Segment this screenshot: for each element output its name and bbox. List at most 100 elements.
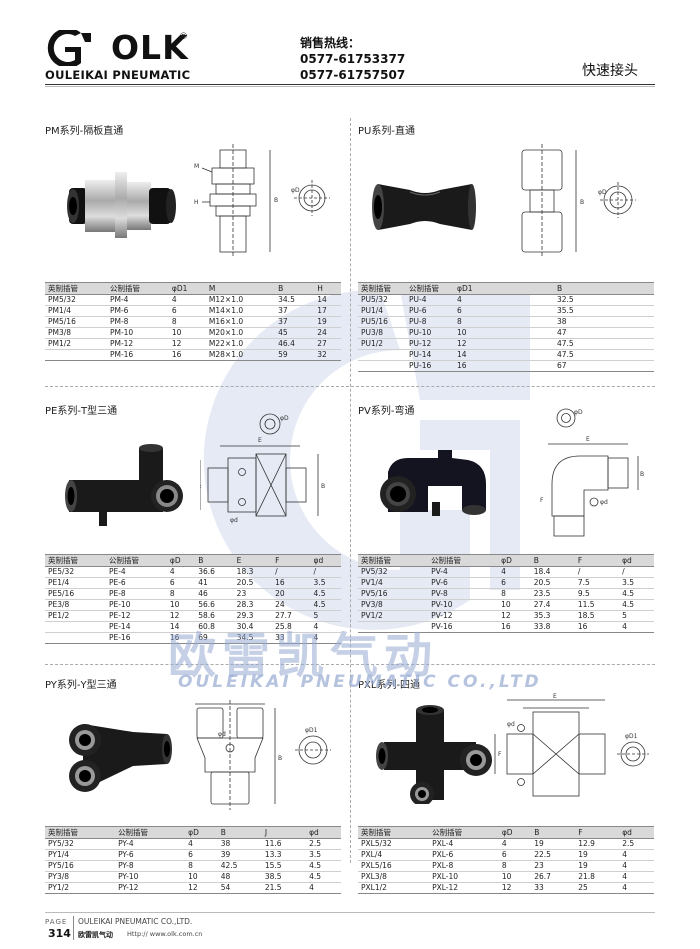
table-cell: 4.5: [619, 588, 654, 600]
table-cell: 27.7: [272, 610, 311, 622]
pu-technical-drawing: B φD: [521, 144, 636, 258]
table-cell: 54: [217, 882, 262, 894]
table-cell: [358, 621, 429, 633]
col-header: E: [233, 554, 273, 567]
section-title: PU系列-直通: [358, 126, 415, 137]
table-cell: 18.4: [530, 566, 575, 578]
logo-wordmark: OLK: [111, 28, 189, 67]
table-cell: M20×1.0: [205, 327, 276, 339]
col-header: 公制插管: [106, 282, 169, 295]
table-cell: PE-6: [105, 577, 167, 589]
table-cell: PU-10: [406, 327, 454, 339]
pv-fitting-photo-icon: [380, 450, 486, 516]
table-cell: /: [619, 566, 654, 578]
table-cell: 21.8: [575, 871, 620, 883]
table-cell: 4.5: [310, 599, 341, 611]
table-cell: PE-16: [105, 632, 167, 644]
table-cell: 23: [233, 588, 273, 600]
table-cell: 47.5: [554, 338, 654, 350]
label-dd: φd: [600, 499, 608, 506]
table-cell: PV-4: [428, 566, 499, 578]
table-cell: 21.5: [261, 882, 307, 894]
table-cell: 33: [531, 882, 576, 894]
table-cell: PU5/16: [358, 316, 406, 328]
label-e: E: [553, 693, 557, 700]
table-cell: 58.6: [195, 610, 234, 622]
table-cell: 19: [575, 860, 620, 872]
page-number: 314: [48, 927, 71, 940]
table-cell: 8: [185, 860, 218, 872]
table-cell: PM5/16: [45, 316, 107, 328]
table-cell: PE1/2: [45, 610, 106, 622]
table-cell: PE-4: [105, 566, 167, 578]
table-cell: 34.5: [275, 294, 315, 306]
table-cell: 19: [575, 849, 620, 861]
table-cell: 4.5: [619, 599, 654, 611]
table-cell: PU3/8: [358, 327, 406, 339]
table-cell: 23: [531, 860, 576, 872]
table-cell: 25.8: [272, 621, 311, 633]
table-cell: [45, 632, 106, 644]
table-cell: 12: [166, 610, 196, 622]
olk-logo-mark-icon: [47, 30, 91, 66]
label-m: M: [194, 163, 199, 170]
table-cell: 4: [498, 838, 532, 850]
table-cell: 69: [195, 632, 234, 644]
table-header-row: 英制插管 公制插管 φD B E F φd: [45, 554, 341, 567]
col-header: φd: [306, 826, 341, 839]
table-cell: 4: [619, 882, 654, 894]
table-cell: 4: [619, 849, 654, 861]
col-header: 公制插管: [406, 282, 454, 295]
table-cell: PV5/16: [358, 588, 429, 600]
table-cell: PU5/32: [358, 294, 406, 306]
logo-subtitle: OULEIKAI PNEUMATIC: [45, 68, 191, 82]
hotline-label: 销售热线：: [300, 36, 361, 50]
table-cell: 30.4: [233, 621, 273, 633]
table-cell: M22×1.0: [205, 338, 276, 350]
table-cell: PM5/32: [45, 294, 107, 306]
table-cell: 18.3: [233, 566, 273, 578]
table-cell: 4.5: [310, 588, 341, 600]
category-title: 快速接头: [582, 63, 638, 79]
table-cell: PE5/32: [45, 566, 106, 578]
table-cell: 35.3: [530, 610, 575, 622]
table-cell: PXL5/32: [358, 838, 430, 850]
col-header: 英制插管: [45, 282, 107, 295]
col-header: J: [261, 826, 307, 839]
table-cell: PE-14: [105, 621, 167, 633]
table-cell: PU-14: [406, 349, 454, 361]
col-header: 公制插管: [105, 554, 167, 567]
table-cell: 19: [531, 838, 576, 850]
table-header-row: 英制插管 公制插管 φD B F φd: [358, 554, 654, 567]
col-header: φd: [619, 826, 654, 839]
table-cell: 13.3: [261, 849, 307, 861]
table-cell: 4: [310, 632, 341, 644]
table-cell: 24: [314, 327, 341, 339]
table-cell: 20.5: [530, 577, 575, 589]
col-header: B: [217, 826, 262, 839]
table-cell: PU-8: [406, 316, 454, 328]
label-dd: φd: [218, 731, 226, 738]
table-cell: PM-10: [106, 327, 169, 339]
row-divider-1: [45, 386, 655, 387]
table-cell: 27: [314, 338, 341, 350]
col-header: 英制插管: [358, 826, 430, 839]
col-header: φd: [619, 554, 654, 567]
table-cell: PV1/2: [358, 610, 429, 622]
page-footer: PAGE 314 OULEIKAI PNEUMATIC CO.,LTD. 欧雷凯…: [45, 912, 655, 942]
table-cell: PM1/4: [45, 305, 107, 317]
footer-url: Http:// www.olk.com.cn: [127, 930, 203, 938]
col-header: 英制插管: [45, 554, 106, 567]
table-cell: PE-8: [105, 588, 167, 600]
